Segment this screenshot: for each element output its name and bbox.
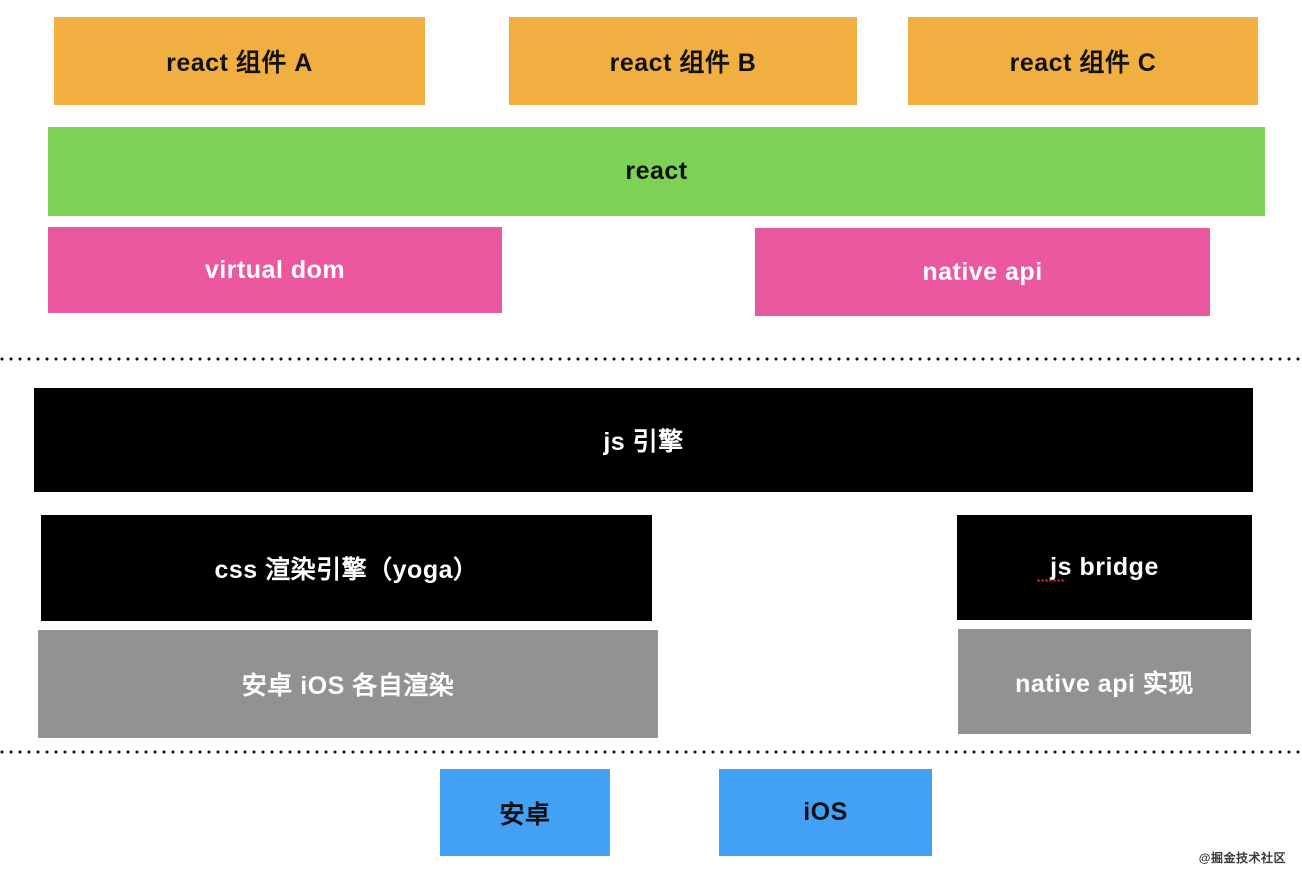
virtual-dom-box: virtual dom [48,227,502,313]
dotted-separator-bottom [0,750,1302,754]
js-bridge-box: js bridge [957,515,1252,620]
platform-render-label: 安卓 iOS 各自渲染 [241,672,455,700]
react-component-c-label: react 组件 C [1009,49,1157,77]
spellcheck-underline [1037,579,1066,582]
react-component-b-label: react 组件 B [609,49,757,77]
react-component-b-box: react 组件 B [509,17,857,105]
react-box: react [48,127,1265,216]
native-api-label: native api [922,257,1043,286]
react-label: react [625,157,688,185]
react-component-a-box: react 组件 A [54,17,425,105]
dotted-separator-top [0,357,1302,361]
native-api-box: native api [755,228,1210,316]
ios-box: iOS [719,769,932,856]
juejin-watermark: @掘金技术社区 [1198,851,1286,865]
js-bridge-label: js bridge [1050,553,1159,581]
css-engine-label: css 渲染引擎（yoga） [214,556,479,584]
js-engine-label: js 引擎 [603,428,684,456]
android-box: 安卓 [440,769,610,856]
ios-label: iOS [803,798,848,826]
native-api-impl-box: native api 实现 [958,629,1251,734]
js-engine-box: js 引擎 [34,388,1253,492]
virtual-dom-label: virtual dom [204,255,346,284]
platform-render-box: 安卓 iOS 各自渲染 [38,630,658,738]
native-api-impl-label: native api 实现 [1015,669,1194,698]
react-component-a-label: react 组件 A [166,49,313,77]
css-engine-box: css 渲染引擎（yoga） [41,515,652,621]
android-label: 安卓 [499,800,551,829]
react-component-c-box: react 组件 C [908,17,1258,105]
